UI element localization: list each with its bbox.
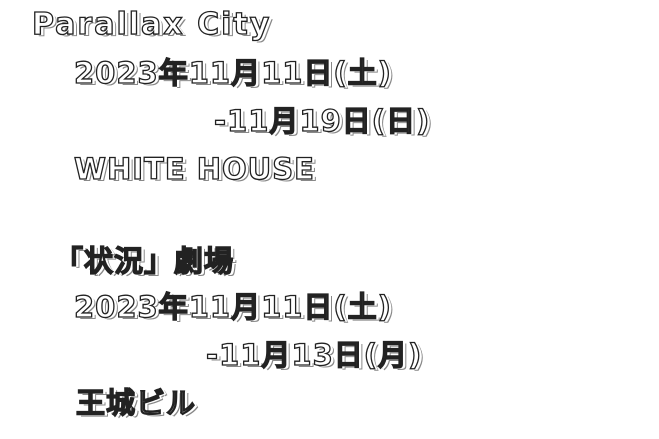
event-2-date-end: -11月13日(月) xyxy=(205,337,423,372)
event-2-date-start: 2023年11月11日(土) xyxy=(73,289,392,324)
event-2-title: 「状況」劇場 xyxy=(53,243,235,278)
event-1-date-start: 2023年11月11日(土) xyxy=(73,55,392,90)
event-1-title: Parallax City xyxy=(31,7,272,42)
event-1-venue: WHITE HOUSE xyxy=(73,151,315,186)
event-1-date-end: -11月19日(日) xyxy=(213,103,431,138)
event-2-venue: 王城ビル xyxy=(75,385,197,420)
